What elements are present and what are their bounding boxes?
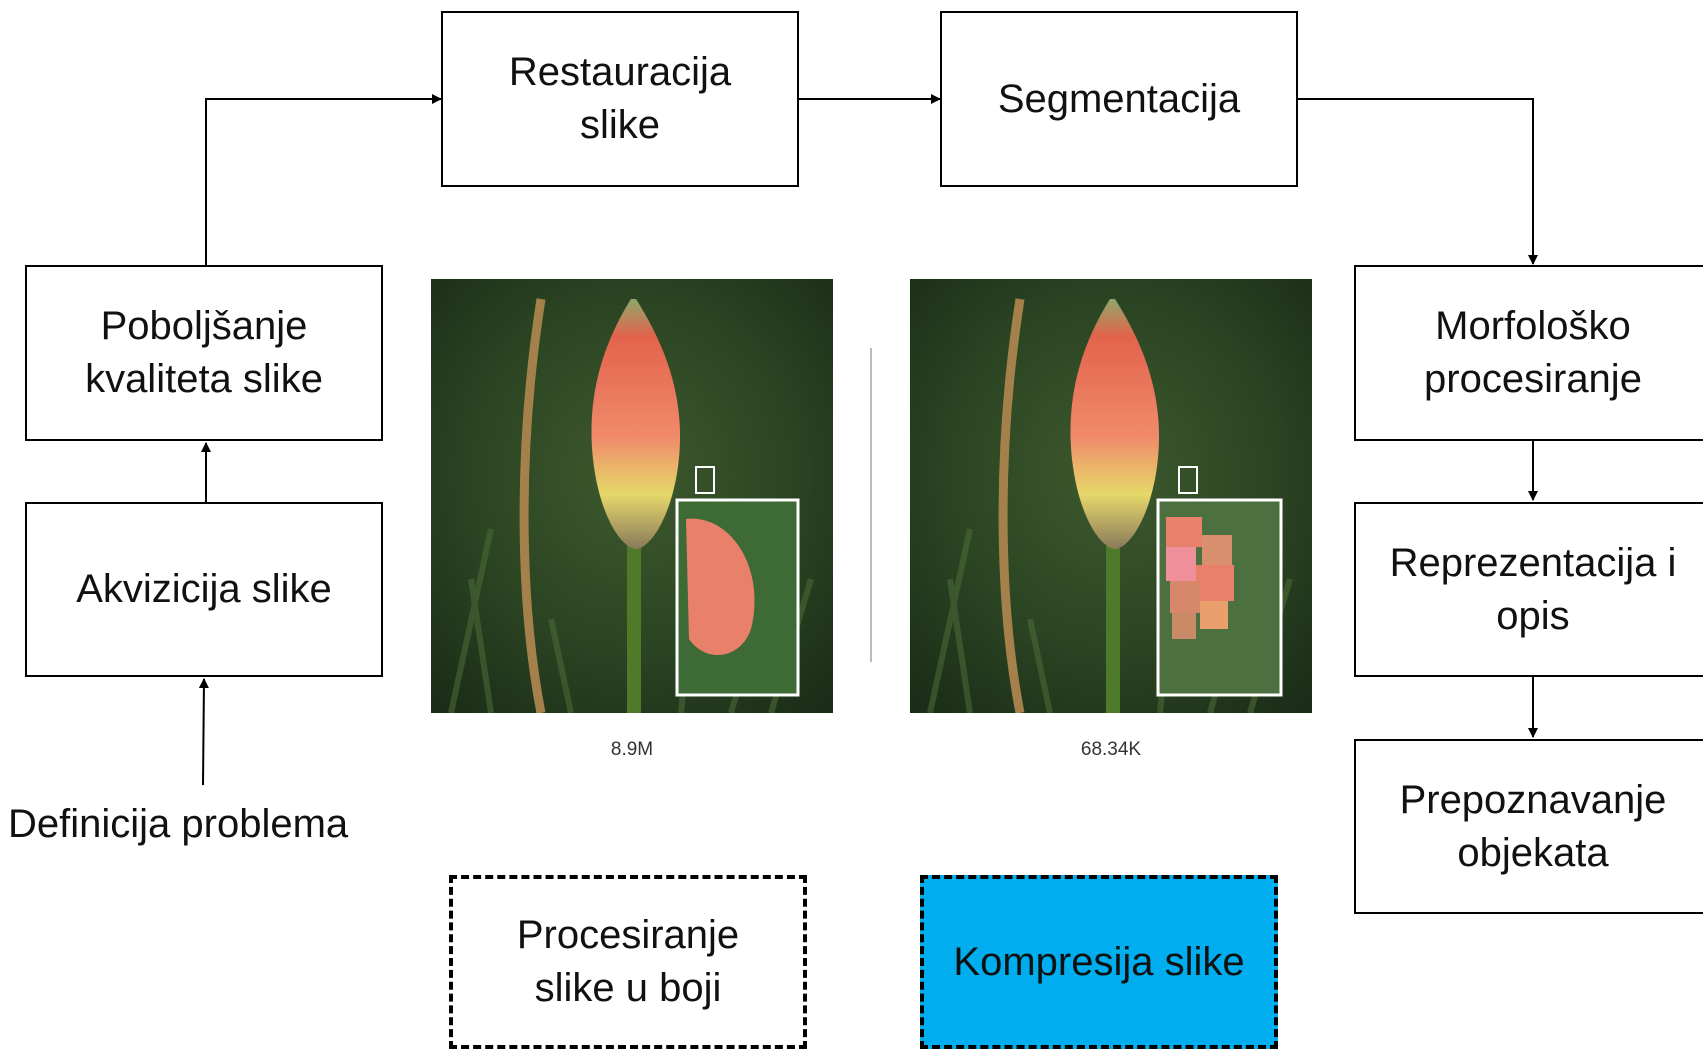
box-poboljsanje: Poboljšanje kvaliteta slike [25, 265, 383, 441]
box-morfolosko-label: Morfološko procesiranje [1424, 304, 1642, 401]
photo-divider [870, 348, 872, 662]
box-segmentacija: Segmentacija [940, 11, 1298, 187]
box-restauracija: Restauracija slike [441, 11, 799, 187]
caption-compressed: 68.34K [1080, 739, 1142, 760]
arrow-problem-to-akvizicija [198, 678, 209, 786]
photo-original [431, 279, 833, 713]
photo-compressed [910, 279, 1312, 713]
box-prepoznavanje: Prepoznavanje objekata [1354, 739, 1703, 914]
box-prepoznavanje-label: Prepoznavanje objekata [1399, 777, 1667, 875]
box-segmentacija-label: Segmentacija [997, 76, 1241, 121]
box-kompresija-label: Kompresija slike [953, 939, 1245, 984]
box-kompresija: Kompresija slike [920, 875, 1278, 1049]
box-akvizicija-label: Akvizicija slike [76, 567, 332, 612]
arrow-poboljsanje-to-restauracija [205, 94, 442, 265]
box-reprezentacija: Reprezentacija i opis [1354, 502, 1703, 677]
caption-original: 8.9M [610, 739, 654, 760]
box-akvizicija: Akvizicija slike [25, 502, 383, 677]
box-poboljsanje-label: Poboljšanje kvaliteta slike [85, 304, 323, 401]
box-restauracija-label: Restauracija slike [508, 50, 732, 147]
box-morfolosko: Morfološko procesiranje [1354, 265, 1703, 441]
problem-definition-label: Definicija problema [8, 802, 349, 846]
arrow-segmentacija-to-morfolosko [1298, 98, 1538, 265]
box-procesiranje-boja: Procesiranje slike u boji [449, 875, 807, 1049]
box-procesiranje-boja-label: Procesiranje slike u boji [516, 913, 740, 1010]
box-reprezentacija-label: Reprezentacija i opis [1389, 540, 1677, 638]
